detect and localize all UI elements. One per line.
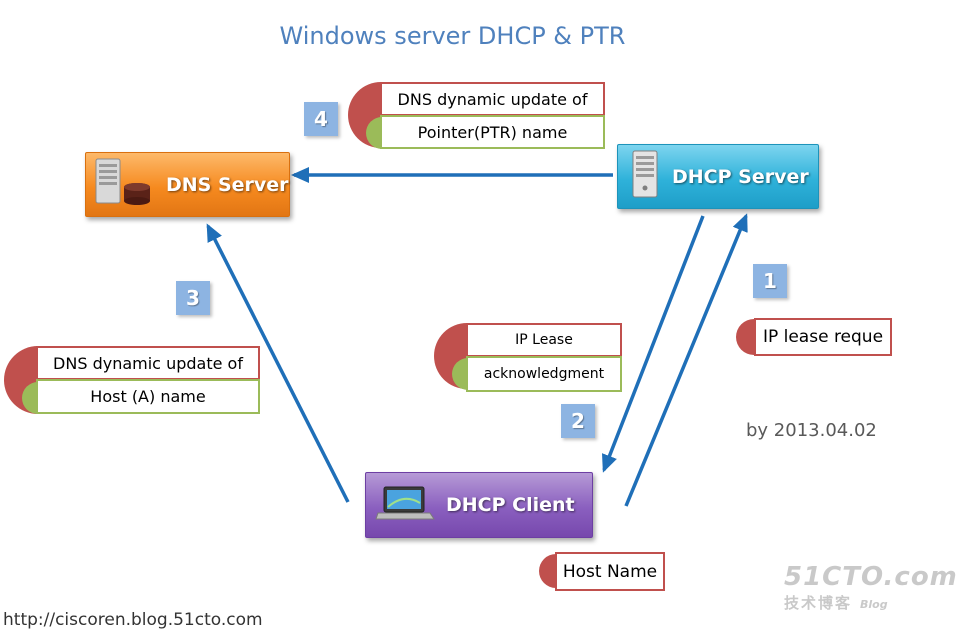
flow-arrows xyxy=(206,167,748,507)
laptop-icon xyxy=(375,485,435,526)
host-name-message: Host Name xyxy=(539,552,669,592)
ptr-update-line2: Pointer(PTR) name xyxy=(380,115,605,149)
dns-server-label: DNS Server xyxy=(166,173,289,196)
dns-server-node: DNS Server xyxy=(85,152,290,217)
arrow-dhcp-client-to-dns-server xyxy=(206,223,350,503)
host-update-line1: DNS dynamic update of xyxy=(36,346,260,380)
lease-request-label: IP lease reque xyxy=(754,318,892,356)
ptr-update-line1: DNS dynamic update of xyxy=(380,82,605,116)
dhcp-server-label: DHCP Server xyxy=(672,165,809,188)
lease-ack-line2: acknowledgment xyxy=(466,356,622,392)
server-database-icon xyxy=(94,157,156,212)
lease-request-message: IP lease reque xyxy=(736,318,896,358)
lease-ack-line1: IP Lease xyxy=(466,323,622,357)
dhcp-client-node: DHCP Client xyxy=(365,472,593,538)
source-url: http://ciscoren.blog.51cto.com xyxy=(3,610,263,630)
host-update-line2: Host (A) name xyxy=(36,379,260,414)
arrow-dhcp-client-to-dhcp-server xyxy=(624,213,748,507)
step-badge-3: 3 xyxy=(176,281,210,315)
dhcp-server-node: DHCP Server xyxy=(617,144,819,209)
host-name-label: Host Name xyxy=(555,552,665,591)
lease-ack-message: IP Lease acknowledgment xyxy=(434,323,624,395)
step-badge-1: 1 xyxy=(753,264,787,298)
diagram-title: Windows server DHCP & PTR xyxy=(279,22,626,50)
host-update-message: DNS dynamic update of Host (A) name xyxy=(4,346,262,418)
server-tower-icon xyxy=(632,150,658,203)
byline-date: by 2013.04.02 xyxy=(746,420,877,441)
ptr-update-message: DNS dynamic update of Pointer(PTR) name xyxy=(348,82,608,152)
step-badge-4: 4 xyxy=(304,102,338,136)
dhcp-client-label: DHCP Client xyxy=(446,494,575,516)
arrow-dhcp-server-to-dhcp-client xyxy=(601,215,705,473)
step-badge-2: 2 xyxy=(561,404,595,438)
